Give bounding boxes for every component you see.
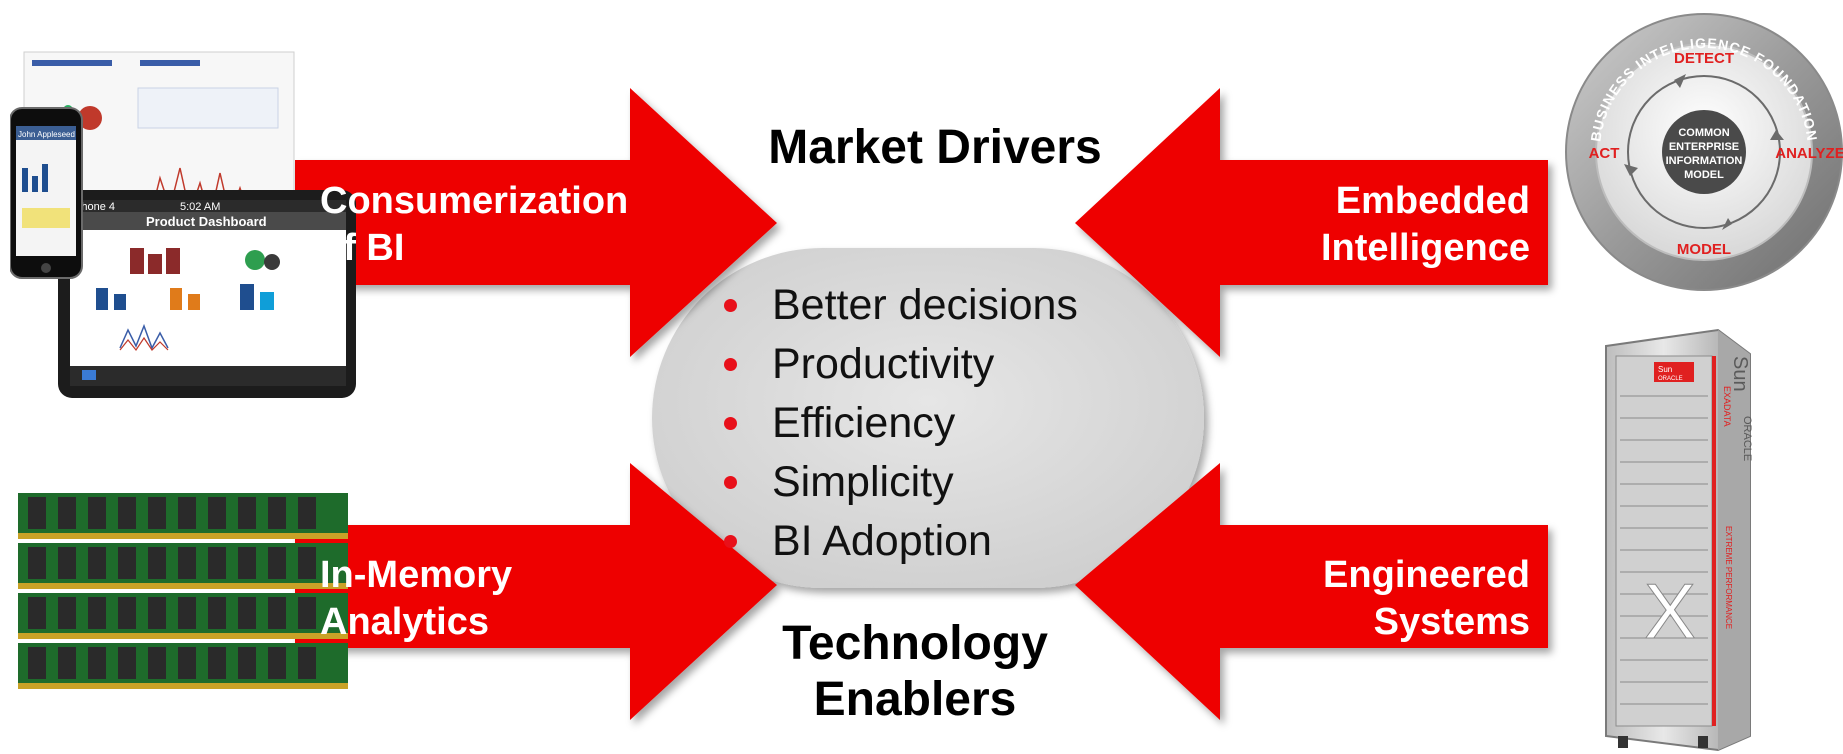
arrow-label-line-1: Embedded <box>1335 180 1530 222</box>
center-line-3: INFORMATION <box>1666 155 1743 167</box>
arrow-label-line-1: Consumerization <box>320 180 629 222</box>
phone-name-text: John Appleseed <box>18 130 75 139</box>
step-detect: DETECT <box>1674 50 1734 67</box>
rack-product: EXADATA <box>1722 386 1732 427</box>
benefit-label: Simplicity <box>772 458 954 506</box>
benefit-label: BI Adoption <box>772 517 992 565</box>
benefit-label: Efficiency <box>772 399 956 447</box>
arrow-label-line-2: Analytics <box>320 601 489 643</box>
step-analyze: ANALYZE <box>1775 145 1843 162</box>
center-line-2: ENTERPRISE <box>1669 141 1739 153</box>
market-drivers-heading: Market Drivers <box>768 121 1102 174</box>
rack-vendor-small: ORACLE <box>1658 376 1683 382</box>
bullet-icon <box>724 535 737 548</box>
arrow-engineered <box>1075 463 1548 720</box>
dashboard-devices-image: Phone 4 5:02 AM Product Dashboard John A… <box>10 51 356 398</box>
arrow-label-engineered: Engineered Systems <box>1260 552 1530 646</box>
center-line-4: MODEL <box>1684 169 1724 181</box>
tablet-title-text: Product Dashboard <box>146 214 267 229</box>
arrow-consumerization <box>295 88 777 357</box>
arrow-label-embedded: Embedded Intelligence <box>1260 178 1530 272</box>
arrow-label-consumerization: Consumerization of BI <box>320 178 628 272</box>
tablet-status-text: Phone 4 <box>74 201 115 213</box>
rack-side-text: EXTREME PERFORMANCE <box>1724 526 1733 629</box>
benefits-oval <box>652 248 1204 588</box>
tablet-time-text: 5:02 AM <box>180 201 220 213</box>
arrow-label-line-2: of BI <box>320 227 405 269</box>
exadata-server-image: Sun ORACLE EXADATA EXTREME PERFORMANCE S… <box>1605 328 1753 752</box>
arrow-label-line-2: Intelligence <box>1320 227 1530 269</box>
rack-brand: Sun <box>1658 365 1672 374</box>
bullet-icon <box>724 476 737 489</box>
rack-vendor-side: ORACLE <box>1741 416 1753 461</box>
arrow-label-in-memory: In-Memory Analytics <box>320 552 512 646</box>
benefits-list: Better decisions Productivity Efficiency… <box>718 276 1078 571</box>
benefit-item: Productivity <box>718 335 1078 394</box>
technology-enablers-line-1: Technology <box>782 617 1048 670</box>
memory-modules-image <box>18 493 348 689</box>
benefit-item: Efficiency <box>718 394 1078 453</box>
benefit-label: Productivity <box>772 340 995 388</box>
arrow-in-memory <box>295 463 777 720</box>
rack-brand-side: Sun <box>1729 356 1751 392</box>
benefit-label: Better decisions <box>772 281 1078 329</box>
arrow-label-line-1: Engineered <box>1323 554 1530 596</box>
center-line-1: COMMON <box>1678 127 1729 139</box>
benefit-item: Better decisions <box>718 276 1078 335</box>
benefit-item: BI Adoption <box>718 512 1078 571</box>
bullet-icon <box>724 358 737 371</box>
technology-enablers-line-2: Enablers <box>813 673 1017 726</box>
step-act: ACT <box>1589 145 1620 162</box>
rack-x-badge: X <box>1644 567 1696 655</box>
technology-enablers-heading: Technology Enablers <box>720 616 1110 728</box>
step-model: MODEL <box>1677 241 1731 258</box>
arrow-embedded <box>1075 88 1548 357</box>
bi-foundation-ring: BUSINESS INTELLIGENCE FOUNDATION DETECT … <box>1565 13 1843 291</box>
arrow-label-line-2: Systems <box>1373 601 1530 643</box>
bullet-icon <box>724 417 737 430</box>
bullet-icon <box>724 299 737 312</box>
benefit-item: Simplicity <box>718 453 1078 512</box>
arrow-label-line-1: In-Memory <box>320 554 513 596</box>
